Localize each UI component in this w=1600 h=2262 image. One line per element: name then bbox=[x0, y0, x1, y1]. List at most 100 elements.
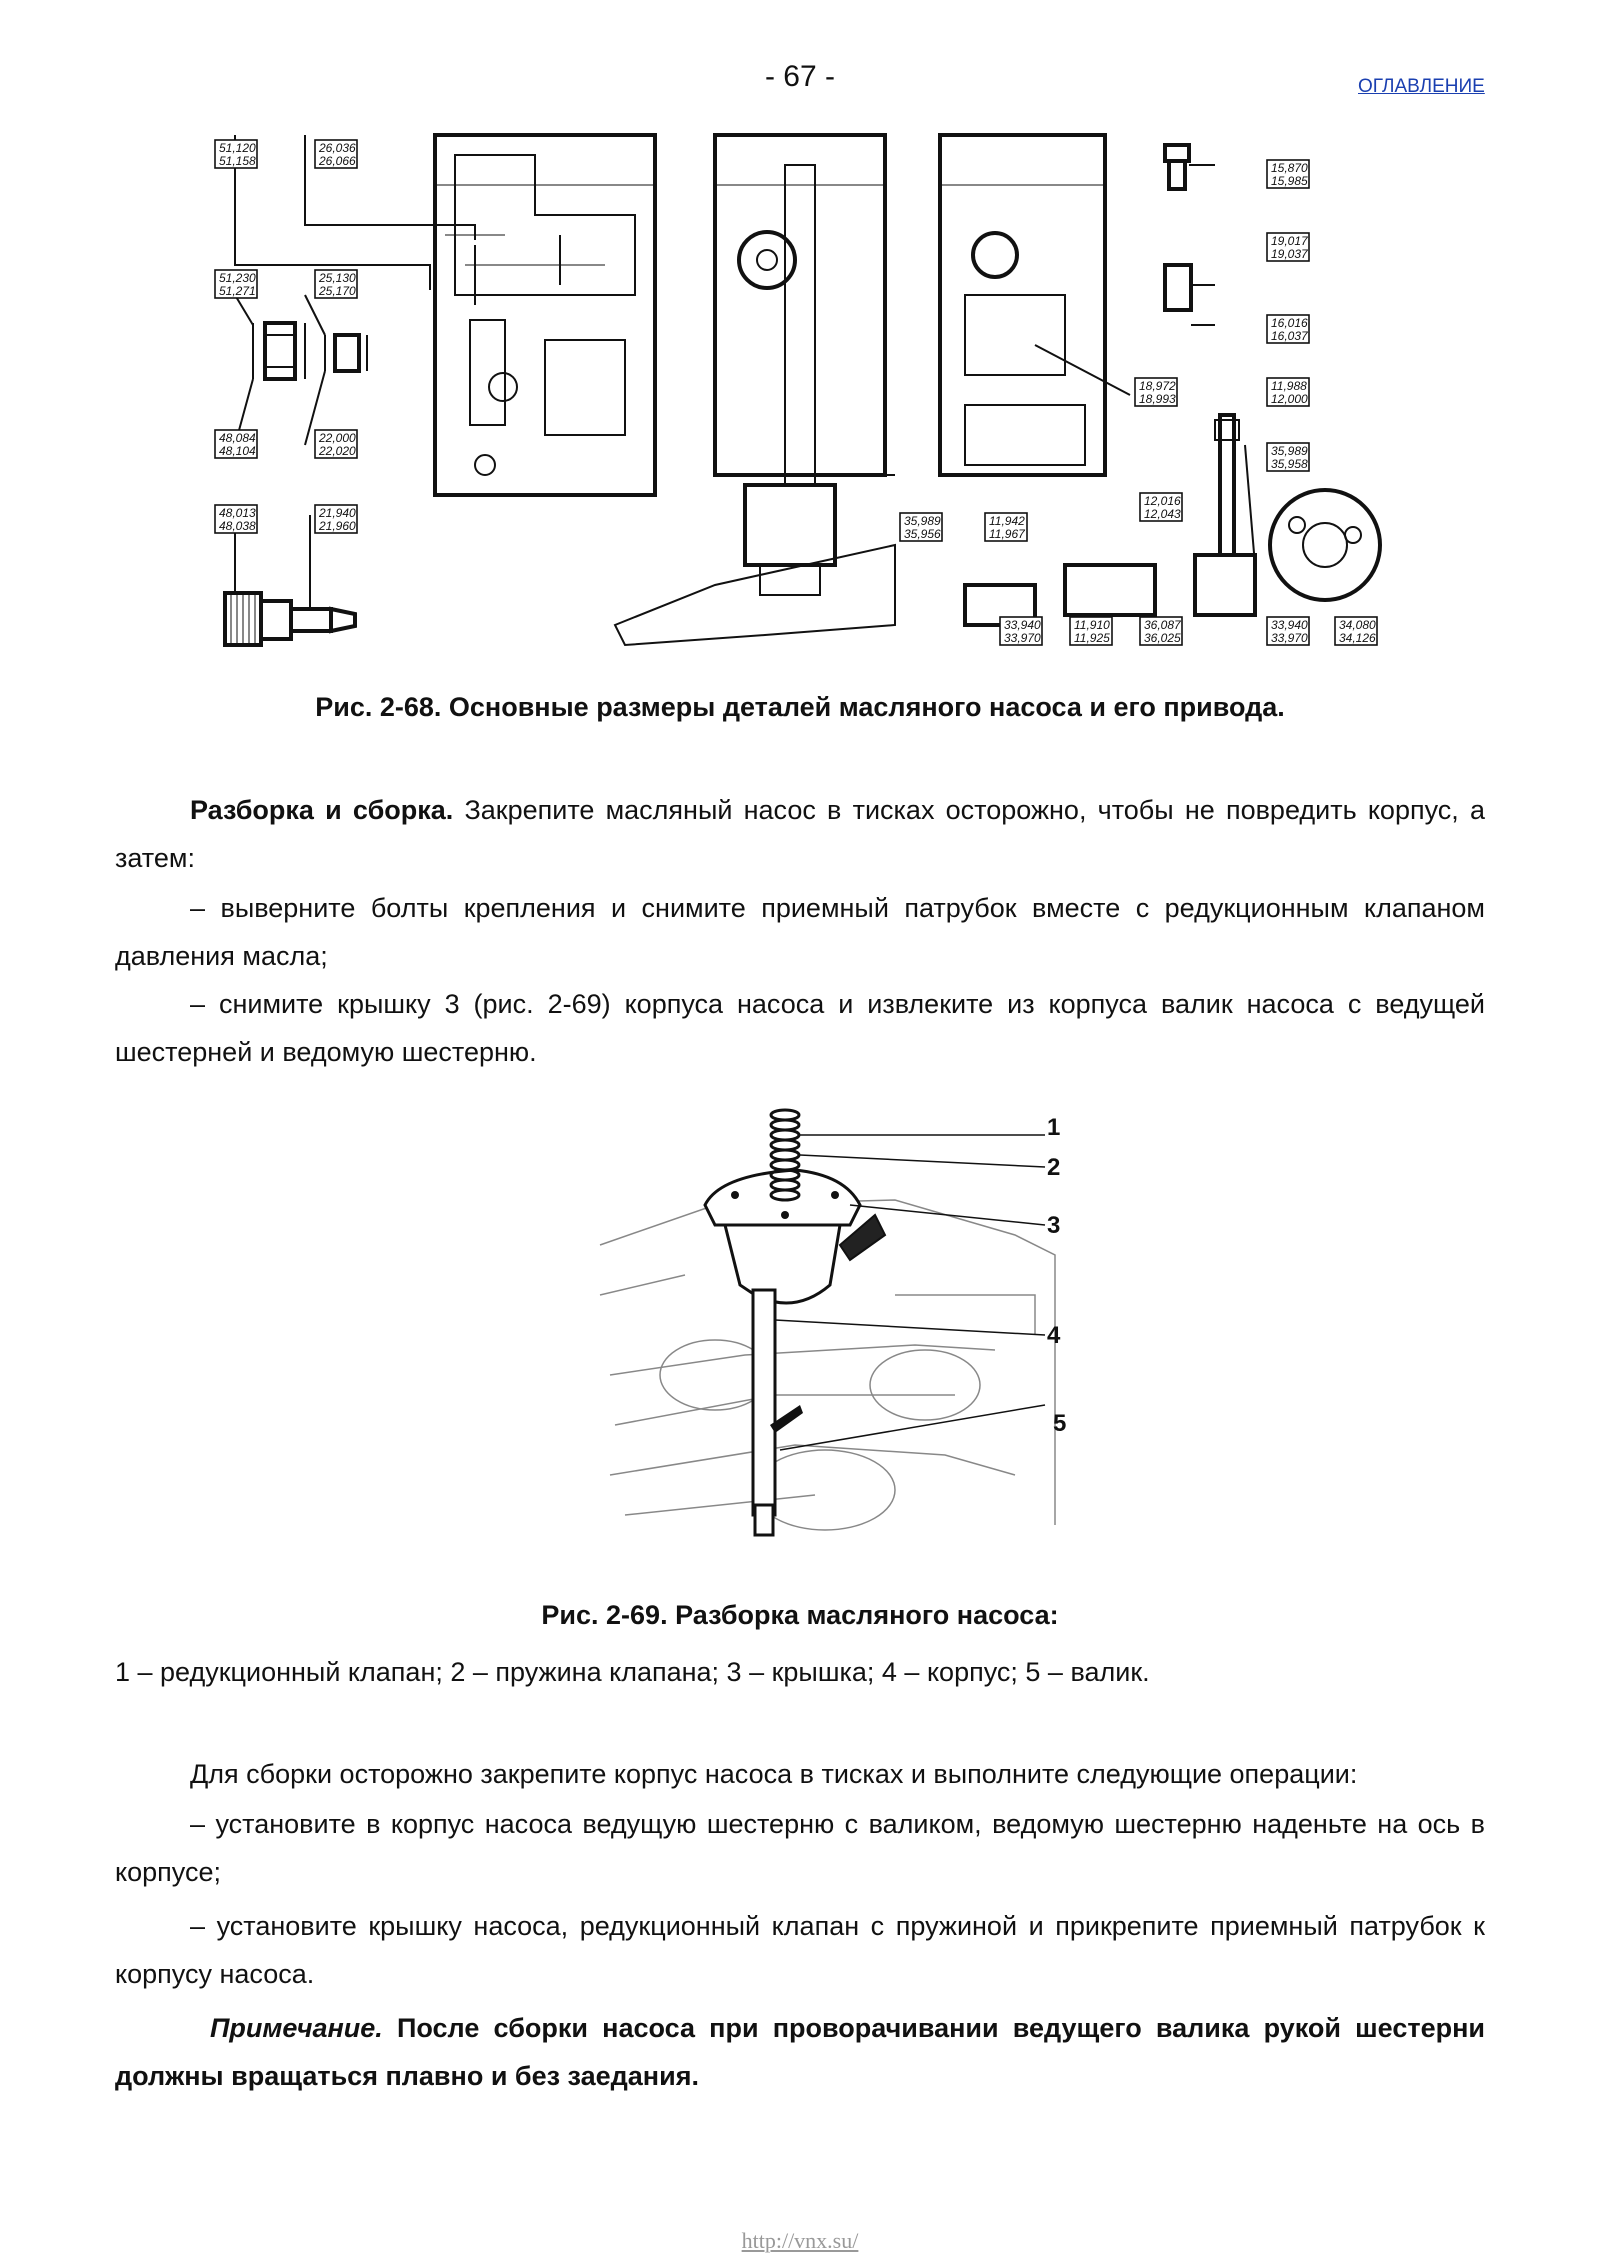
svg-text:16,016: 16,016 bbox=[1271, 316, 1308, 330]
svg-text:33,970: 33,970 bbox=[1271, 631, 1308, 645]
section1-item2: – снимите крышку 3 (рис. 2-69) корпуса н… bbox=[115, 989, 1485, 1067]
figure-69-legend: 1 – редукционный клапан; 2 – пружина кла… bbox=[115, 1657, 1150, 1687]
section1-lead: Разборка и сборка. Закрепите масляный на… bbox=[115, 786, 1485, 882]
svg-text:36,087: 36,087 bbox=[1144, 618, 1182, 632]
callout-1: 1 bbox=[1047, 1114, 1060, 1141]
pump-assembly bbox=[703, 1108, 887, 1537]
svg-text:19,037: 19,037 bbox=[1271, 247, 1309, 261]
page-number: - 67 - bbox=[764, 60, 836, 93]
svg-text:16,037: 16,037 bbox=[1271, 329, 1309, 343]
svg-text:35,989: 35,989 bbox=[904, 514, 941, 528]
block-section-2 bbox=[613, 133, 896, 647]
svg-text:35,989: 35,989 bbox=[1271, 444, 1308, 458]
section1-lead-text: Закрепите масляный насос в тисках осторо… bbox=[115, 795, 1485, 873]
svg-text:12,043: 12,043 bbox=[1144, 507, 1181, 521]
svg-text:51,271: 51,271 bbox=[219, 284, 256, 298]
svg-text:11,925: 11,925 bbox=[1074, 631, 1110, 645]
svg-text:11,910: 11,910 bbox=[1074, 618, 1110, 632]
svg-text:36,025: 36,025 bbox=[1144, 631, 1181, 645]
svg-text:33,970: 33,970 bbox=[1004, 631, 1041, 645]
section2-note: Примечание. После сборки насоса при пров… bbox=[115, 2004, 1485, 2100]
svg-text:15,870: 15,870 bbox=[1271, 161, 1308, 175]
svg-text:18,993: 18,993 bbox=[1139, 392, 1176, 406]
svg-text:11,967: 11,967 bbox=[989, 527, 1026, 541]
callout-3: 3 bbox=[1047, 1212, 1060, 1239]
figure-69-caption: Рис. 2-69. Разборка масляного насоса: bbox=[541, 1600, 1059, 1630]
callout-leaders bbox=[774, 1134, 1046, 1451]
valve-spring bbox=[769, 1108, 801, 1202]
engine-background bbox=[599, 1199, 1056, 1531]
svg-text:22,020: 22,020 bbox=[318, 444, 356, 458]
svg-text:48,104: 48,104 bbox=[219, 444, 256, 458]
svg-text:35,958: 35,958 bbox=[1271, 457, 1308, 471]
toc-link[interactable]: ОГЛАВЛЕНИЕ bbox=[1358, 76, 1485, 97]
callout-4: 4 bbox=[1047, 1322, 1061, 1349]
block-section-1 bbox=[433, 133, 657, 497]
note-text: После сборки насоса при проворачивании в… bbox=[115, 2013, 1485, 2091]
svg-text:11,942: 11,942 bbox=[989, 514, 1025, 528]
svg-text:12,016: 12,016 bbox=[1144, 494, 1181, 508]
svg-text:22,000: 22,000 bbox=[318, 431, 356, 445]
callout-2: 2 bbox=[1047, 1154, 1060, 1181]
svg-text:21,960: 21,960 bbox=[318, 519, 356, 533]
svg-text:25,130: 25,130 bbox=[318, 271, 356, 285]
svg-text:21,940: 21,940 bbox=[318, 506, 356, 520]
block-section-3 bbox=[938, 133, 1131, 477]
svg-text:34,080: 34,080 bbox=[1339, 618, 1376, 632]
section1-lead-bold: Разборка и сборка. bbox=[190, 795, 454, 825]
footer-url[interactable]: http://vnx.su/ bbox=[741, 2228, 859, 2253]
section2-item1: – установите в корпус насоса ведущую шес… bbox=[115, 1809, 1485, 1887]
section1-item1: – выверните болты крепления и снимите пр… bbox=[115, 893, 1485, 971]
svg-text:35,956: 35,956 bbox=[904, 527, 941, 541]
small-parts bbox=[963, 143, 1382, 627]
svg-text:26,036: 26,036 bbox=[318, 141, 356, 155]
svg-text:11,988: 11,988 bbox=[1271, 379, 1307, 393]
svg-text:15,985: 15,985 bbox=[1271, 174, 1308, 188]
svg-text:48,013: 48,013 bbox=[219, 506, 256, 520]
figure-68-caption: Рис. 2-68. Основные размеры деталей масл… bbox=[315, 692, 1285, 722]
svg-text:51,230: 51,230 bbox=[219, 271, 256, 285]
section2-intro: Для сборки осторожно закрепите корпус на… bbox=[190, 1759, 1358, 1789]
svg-text:33,940: 33,940 bbox=[1271, 618, 1308, 632]
drive-gear-shaft bbox=[223, 515, 357, 647]
bushing-small bbox=[324, 333, 368, 373]
svg-text:51,158: 51,158 bbox=[219, 154, 256, 168]
svg-text:12,000: 12,000 bbox=[1271, 392, 1308, 406]
svg-text:48,084: 48,084 bbox=[219, 431, 256, 445]
svg-text:25,170: 25,170 bbox=[318, 284, 356, 298]
note-label: Примечание. bbox=[210, 2013, 383, 2043]
svg-text:18,972: 18,972 bbox=[1139, 379, 1176, 393]
dim-text: 51,120 bbox=[219, 141, 256, 155]
figure-69-illustration: 1 2 3 4 5 bbox=[599, 1108, 1066, 1537]
section2-item2: – установите крышку насоса, редукционный… bbox=[115, 1911, 1485, 1989]
bushing-large bbox=[252, 321, 306, 381]
svg-text:26,066: 26,066 bbox=[318, 154, 356, 168]
svg-text:33,940: 33,940 bbox=[1004, 618, 1041, 632]
svg-text:48,038: 48,038 bbox=[219, 519, 256, 533]
callout-5: 5 bbox=[1053, 1410, 1066, 1437]
svg-text:34,126: 34,126 bbox=[1339, 631, 1376, 645]
svg-text:19,017: 19,017 bbox=[1271, 234, 1309, 248]
